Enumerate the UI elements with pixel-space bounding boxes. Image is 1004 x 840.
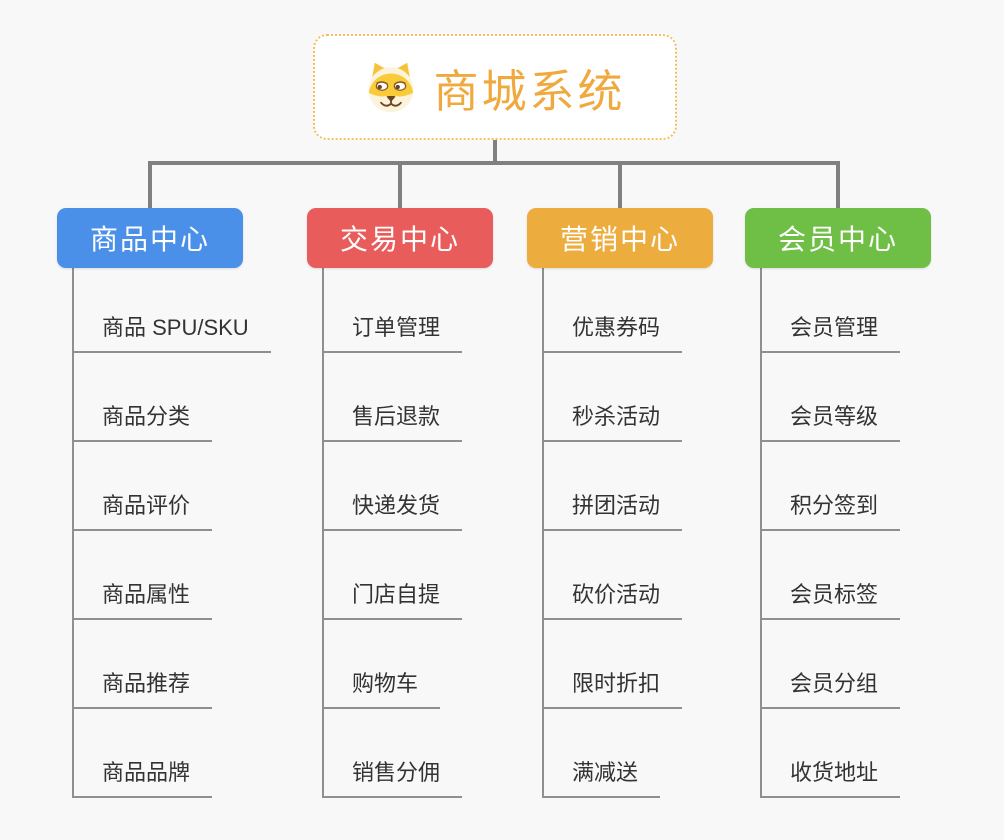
leaf-node[interactable]: 满减送: [542, 759, 661, 798]
leaf-node[interactable]: 优惠券码: [542, 314, 683, 353]
branch-marketing-center: 营销中心 优惠券码 秒杀活动 拼团活动 砍价活动 限时折扣 满减送: [527, 208, 713, 798]
connector-drop-marketing: [618, 164, 622, 208]
branch-spine: [72, 268, 74, 798]
branch-product-center: 商品中心 商品 SPU/SKU 商品分类 商品评价 商品属性 商品推荐 商品品牌: [57, 208, 271, 798]
leaf-node[interactable]: 会员等级: [760, 403, 901, 442]
branch-spine: [542, 268, 544, 798]
leaf-node[interactable]: 商品评价: [72, 492, 213, 531]
leaf-node[interactable]: 会员分组: [760, 670, 901, 709]
branch-node-trade[interactable]: 交易中心: [307, 208, 493, 268]
branch-spine: [760, 268, 762, 798]
branch-member-center: 会员中心 会员管理 会员等级 积分签到 会员标签 会员分组 收货地址: [745, 208, 931, 798]
leaf-node[interactable]: 商品推荐: [72, 670, 213, 709]
branch-trade-center: 交易中心 订单管理 售后退款 快递发货 门店自提 购物车 销售分佣: [307, 208, 493, 798]
leaf-node[interactable]: 订单管理: [322, 314, 463, 353]
leaf-node[interactable]: 快递发货: [322, 492, 463, 531]
leaf-node[interactable]: 销售分佣: [322, 759, 463, 798]
leaf-node[interactable]: 商品分类: [72, 403, 213, 442]
leaf-node[interactable]: 商品品牌: [72, 759, 213, 798]
leaf-node[interactable]: 秒杀活动: [542, 403, 683, 442]
leaf-node[interactable]: 会员标签: [760, 581, 901, 620]
connector-drop-member: [836, 164, 840, 208]
leaf-node[interactable]: 拼团活动: [542, 492, 683, 531]
leaf-node[interactable]: 商品 SPU/SKU: [72, 314, 271, 353]
root-node[interactable]: 商城系统: [313, 34, 677, 140]
leaf-node[interactable]: 收货地址: [760, 759, 901, 798]
leaf-node[interactable]: 积分签到: [760, 492, 901, 531]
branch-node-product[interactable]: 商品中心: [57, 208, 243, 268]
connector-root-drop: [493, 140, 497, 164]
connector-drop-trade: [398, 164, 402, 208]
connector-bus: [148, 161, 840, 165]
connector-drop-product: [148, 164, 152, 208]
leaf-node[interactable]: 门店自提: [322, 581, 463, 620]
leaf-node[interactable]: 砍价活动: [542, 581, 683, 620]
branch-node-member[interactable]: 会员中心: [745, 208, 931, 268]
leaf-node[interactable]: 会员管理: [760, 314, 901, 353]
leaf-node[interactable]: 售后退款: [322, 403, 463, 442]
leaf-node[interactable]: 商品属性: [72, 581, 213, 620]
dog-icon: [364, 60, 418, 114]
branch-spine: [322, 268, 324, 798]
leaf-node[interactable]: 限时折扣: [542, 670, 683, 709]
leaf-node[interactable]: 购物车: [322, 670, 441, 709]
root-title: 商城系统: [433, 65, 626, 117]
branch-node-marketing[interactable]: 营销中心: [527, 208, 713, 268]
